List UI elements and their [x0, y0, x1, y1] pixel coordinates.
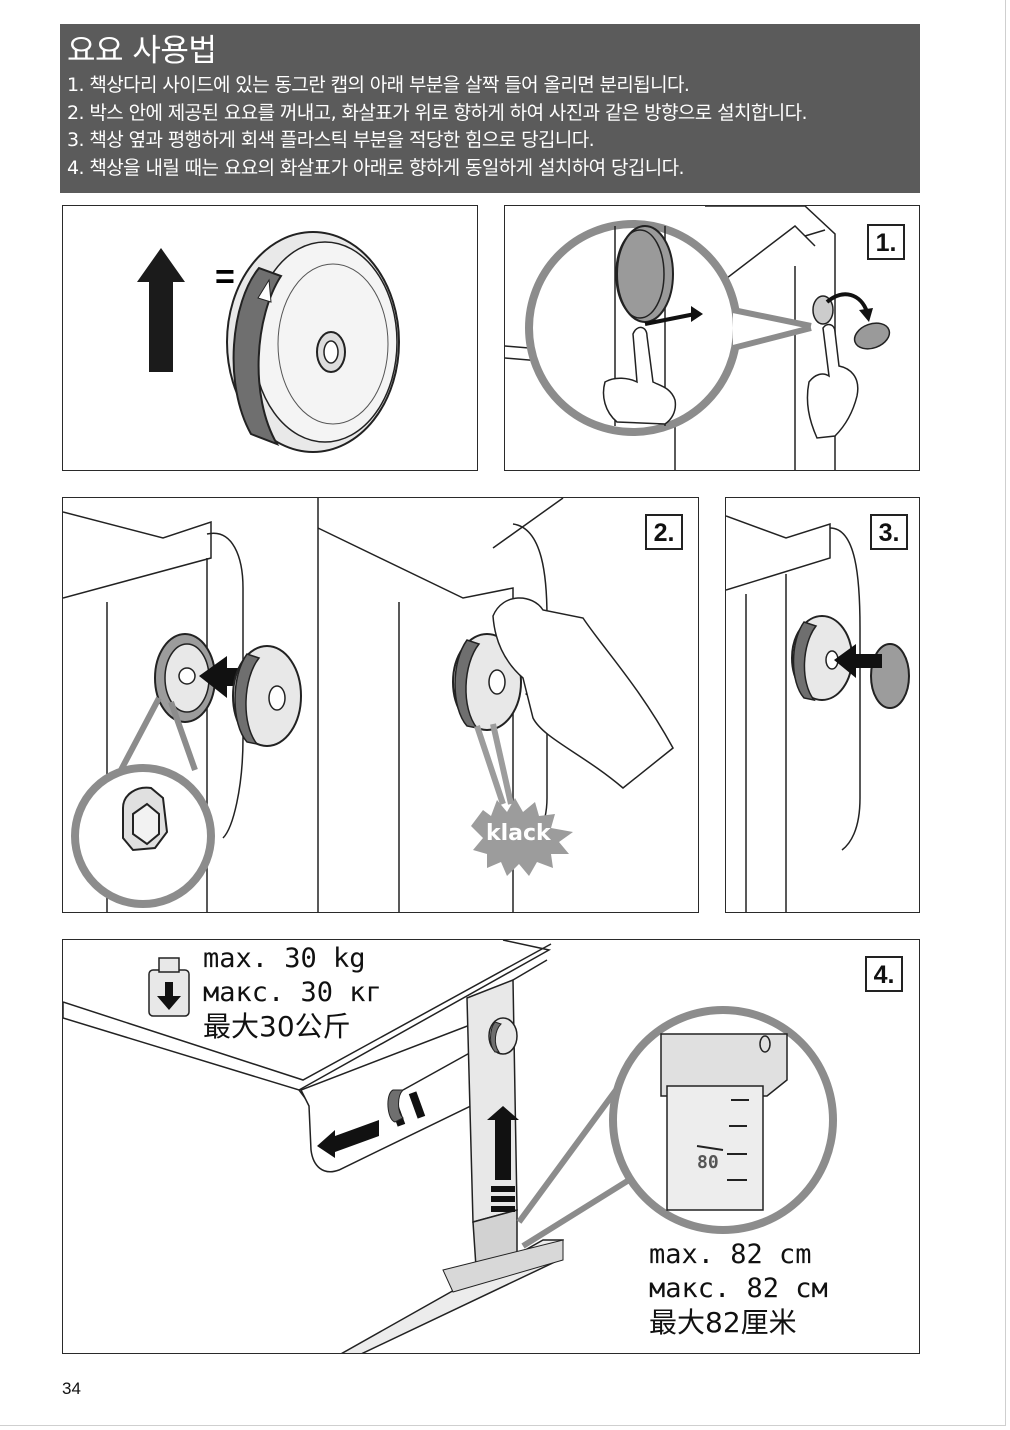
page-title: 요요 사용법: [67, 33, 217, 69]
mount-plate-icon: [154, 633, 216, 723]
klack-label: klack: [486, 821, 552, 846]
klack-burst-icon: klack: [471, 723, 573, 876]
instruction-steps: 1. 책상다리 사이드에 있는 동그란 캡의 아래 부분을 살짝 들어 올리면 …: [67, 72, 920, 182]
desk-side-panel: [299, 1018, 494, 1173]
max-load-en: max. 30 kg: [203, 943, 366, 974]
instruction-step-3: 3. 책상 옆과 평행하게 회색 플라스틱 부분을 적당한 힘으로 당깁니다.: [67, 129, 595, 151]
height-arrow-icon: [487, 1106, 519, 1212]
instruction-step-4: 4. 책상을 내릴 때는 요요의 화살표가 아래로 향하게 동일하게 설치하여 …: [67, 156, 685, 179]
height-adjust-illustration: 80: [63, 940, 837, 1353]
finger-lifting-cap-icon: [602, 326, 677, 425]
insert-arrow-icon: [834, 644, 882, 678]
yoyo-orientation-illustration: =: [137, 231, 400, 453]
max-load-ru: макс. 30 кг: [203, 977, 382, 1008]
instructions-header: 요요 사용법 1. 책상다리 사이드에 있는 동그란 캡의 아래 부분을 살짝 …: [60, 24, 920, 193]
yoyo-orientation-figure: =: [62, 205, 478, 471]
magnifier-circle: [525, 220, 812, 436]
page-number: 34: [62, 1379, 81, 1398]
instruction-step-1: 1. 책상다리 사이드에 있는 동그란 캡의 아래 부분을 살짝 들어 올리면 …: [67, 74, 690, 96]
magnifier-circle: 80: [516, 1006, 837, 1249]
max-height-zh: 最大82厘米: [649, 1306, 797, 1339]
cap-knob-icon: [870, 643, 910, 709]
weight-icon: [148, 957, 190, 1017]
step-3-badge: 3.: [870, 514, 908, 550]
step-1-badge: 1.: [867, 224, 905, 260]
step-3-figure: 3.: [725, 497, 920, 913]
step-2-figure: klack 2.: [62, 497, 699, 913]
cap-rotated-icon: [812, 292, 891, 350]
yoyo-icon: [226, 231, 400, 453]
attach-handle-illustration: [726, 515, 910, 912]
equals-sign: =: [215, 258, 235, 296]
step-4-badge: 4.: [865, 956, 903, 992]
instruction-step-2: 2. 박스 안에 제공된 요요를 꺼내고, 화살표가 위로 향하게 하여 사진과…: [67, 101, 808, 124]
attach-yoyo-illustration: klack: [63, 498, 674, 912]
max-height-text: max. 82 cm макс. 82 см 最大82厘米: [649, 1238, 828, 1340]
yoyo-icon: [791, 615, 853, 702]
insert-arrow-icon: [199, 656, 263, 698]
yoyo-pressed-icon: [452, 633, 522, 731]
step-1-figure: 1.: [504, 205, 920, 471]
hand-small-icon: [806, 323, 859, 439]
desk-outline: [726, 515, 861, 912]
up-arrow-icon: [137, 248, 185, 372]
max-load-zh: 最大30公斤: [203, 1010, 351, 1043]
step-2-badge: 2.: [645, 514, 683, 550]
yoyo-icon: [232, 645, 302, 747]
remove-cap-illustration: [505, 206, 891, 470]
hand-pressing-icon: [492, 597, 674, 789]
yoyo-on-leg-icon: [488, 1017, 518, 1055]
step-4-figure: 80 max. 30 kg макс. 30 кг 最大30公斤 max. 82…: [62, 939, 920, 1354]
magnifier-circle: [71, 696, 215, 908]
max-load-text: max. 30 kg макс. 30 кг 最大30公斤: [203, 942, 382, 1044]
ruler-80-label: 80: [697, 1152, 719, 1173]
max-height-ru: макс. 82 см: [649, 1273, 828, 1304]
max-height-en: max. 82 cm: [649, 1239, 812, 1270]
